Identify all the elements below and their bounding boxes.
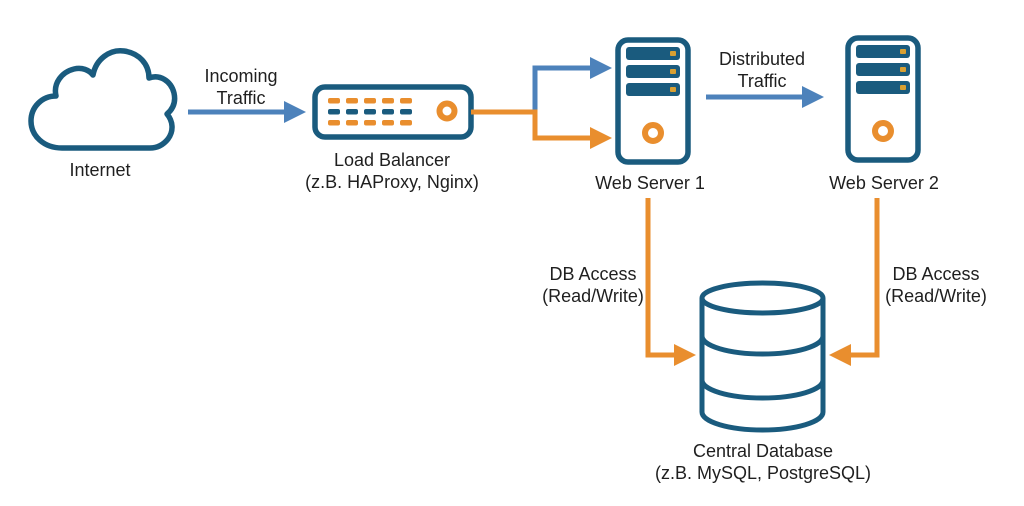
central-database-sublabel: (z.B. MySQL, PostgreSQL) [654, 463, 872, 483]
incoming-traffic-arrow [188, 101, 306, 123]
distributed-traffic-label: Distributed Traffic [719, 48, 805, 92]
load-balancer-label: Load Balancer [333, 150, 451, 170]
distributed-traffic-arrow [706, 86, 824, 108]
incoming-traffic-label-line1: Incoming [204, 66, 278, 86]
database-top [699, 280, 826, 316]
power-button-icon [872, 120, 894, 142]
arrowhead [590, 127, 612, 149]
cloud-icon [28, 48, 178, 151]
db-access-arrow-left [645, 198, 696, 366]
db-access-right-label-line1: DB Access [892, 264, 980, 284]
server-drive-bays [626, 47, 680, 96]
database-cylinder-icon [699, 280, 826, 433]
load-balancer-sublabel: (z.B. HAProxy, Nginx) [305, 172, 479, 192]
arrowhead [590, 57, 612, 79]
database-disk-separator [699, 335, 826, 357]
central-database-label: Central Database [692, 441, 834, 461]
power-led-icon [436, 100, 458, 122]
distributed-traffic-label-line1: Distributed [718, 49, 806, 69]
db-access-right-label-line2: (Read/Write) [885, 286, 987, 306]
internet-label: Internet [69, 160, 131, 180]
load-balancer-appliance-icon [312, 84, 474, 140]
incoming-traffic-label-line2: Traffic [216, 88, 266, 108]
load-balancer-label-group: Load Balancer (z.B. HAProxy, Nginx) [305, 149, 479, 193]
db-access-arrow-right [829, 198, 880, 366]
server-tower-icon-1 [615, 37, 691, 165]
distributed-traffic-label-line2: Traffic [737, 71, 787, 91]
database-body [699, 298, 826, 433]
server-drive-bays [856, 45, 910, 94]
arrowhead [674, 344, 696, 366]
power-button-icon [642, 122, 664, 144]
arrowhead [802, 86, 824, 108]
incoming-traffic-label: Incoming Traffic [204, 65, 277, 109]
lb-to-ws1-orange-arrow [471, 109, 612, 149]
arrowhead [284, 101, 306, 123]
central-database-label-group: Central Database (z.B. MySQL, PostgreSQL… [655, 440, 871, 484]
db-access-left-label-line2: (Read/Write) [542, 286, 644, 306]
server-tower-icon-2 [845, 35, 921, 163]
database-disk-separator [699, 379, 826, 401]
db-access-right-label: DB Access (Read/Write) [885, 263, 987, 307]
db-access-left-label: DB Access (Read/Write) [542, 263, 644, 307]
lb-to-ws1-blue-arrow [532, 57, 612, 112]
web-server-1-label: Web Server 1 [595, 173, 705, 193]
db-access-left-label-line1: DB Access [549, 264, 637, 284]
arrowhead [829, 344, 851, 366]
web-server-2-label: Web Server 2 [829, 173, 939, 193]
load-balancer-port-dashes [328, 98, 412, 126]
cloud-outline [28, 48, 178, 151]
